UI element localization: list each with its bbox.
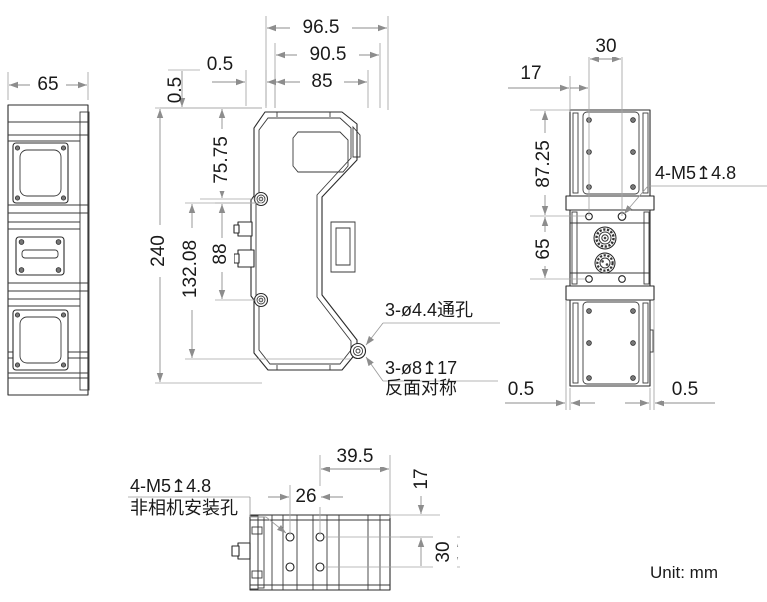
note-reverse-symmetric: 反面对称 xyxy=(385,378,457,398)
dim-label-65-front: 65 xyxy=(533,238,554,259)
dimension-front-gap-0-5-left: 0.5 xyxy=(498,300,595,410)
dim-label-30-front: 30 xyxy=(595,36,616,57)
note-through-hole-leader xyxy=(365,322,500,346)
back-view-geometry xyxy=(7,104,90,396)
dim-label-240: 240 xyxy=(148,235,169,267)
dimension-front-height-65: 65 xyxy=(530,217,585,280)
dimension-bottom-span-39-5: 39.5 xyxy=(319,446,391,535)
note-3-d4-4-through-hole: 3-ø4.4通孔 xyxy=(385,300,473,320)
bottom-view-geometry xyxy=(231,514,391,591)
dim-label-88: 88 xyxy=(210,243,231,264)
m5-hole-bottom-right xyxy=(618,275,626,283)
dim-label-132-08: 132.08 xyxy=(180,240,201,298)
dimension-back-width-65: 65 xyxy=(7,70,89,100)
note-4-m5-depth-4-8-bottom: 4-M5↥4.8 xyxy=(130,476,211,496)
window-panel-middle xyxy=(15,236,65,276)
circular-connector-lower xyxy=(594,252,616,274)
dimension-side-depth-96-5: 96.5 xyxy=(265,13,389,110)
dimension-side-gap-0-5-left: 0.5 xyxy=(160,69,200,109)
dimension-side-height-75-75: 75.75 xyxy=(200,107,262,200)
dim-label-87-25: 87.25 xyxy=(533,140,554,188)
dim-label-0-5-front-right: 0.5 xyxy=(672,379,698,400)
bottom-connector-nub xyxy=(231,542,251,560)
note-4-m5-depth-4-8-front: 4-M5↥4.8 xyxy=(655,163,736,183)
dimension-front-offset-17: 17 xyxy=(508,63,571,112)
dim-label-65-back: 65 xyxy=(37,74,58,95)
dimension-bottom-span-26: 26 xyxy=(268,485,343,535)
side-view-geometry xyxy=(233,111,367,371)
note-bottom-m5-leader xyxy=(128,496,287,534)
note-front-m5-leader xyxy=(623,185,767,215)
note-non-camera-mounting-hole: 非相机安装孔 xyxy=(130,498,238,518)
dim-label-30-bottom: 30 xyxy=(433,541,454,562)
dim-label-39-5: 39.5 xyxy=(337,446,374,467)
dim-label-90-5: 90.5 xyxy=(310,44,347,65)
circular-connector-upper xyxy=(593,226,617,250)
dimension-front-gap-0-5-right: 0.5 xyxy=(625,300,715,410)
bottom-m5-hole-bottom-left xyxy=(285,562,295,572)
dim-label-0-5-front-left: 0.5 xyxy=(508,379,534,400)
dim-label-85: 85 xyxy=(311,71,332,92)
mount-hole-bottom-right xyxy=(349,342,367,360)
dimension-bottom-offset-17: 17 xyxy=(390,462,445,538)
side-connectors xyxy=(233,221,255,268)
dimension-side-height-88: 88 xyxy=(210,202,262,301)
dim-label-96-5: 96.5 xyxy=(303,17,340,38)
m5-hole-bottom-left xyxy=(585,275,593,283)
unit-note: Unit: mm xyxy=(650,563,718,582)
window-panel-bottom xyxy=(12,309,69,371)
dimension-side-height-240: 240 xyxy=(148,107,262,384)
dimension-side-depth-85: 85 xyxy=(274,67,369,108)
dim-label-26: 26 xyxy=(295,486,316,507)
dim-label-17-front: 17 xyxy=(520,63,541,84)
bottom-m5-hole-bottom-right xyxy=(315,562,325,572)
window-panel-top xyxy=(12,142,69,204)
note-3-d8-depth-17: 3-ø8↥17 xyxy=(385,358,457,378)
dim-label-0-5-top: 0.5 xyxy=(207,54,233,75)
dim-label-75-75: 75.75 xyxy=(211,136,232,184)
dimension-bottom-span-30: 30 xyxy=(324,535,460,569)
dimension-side-height-132-08: 132.08 xyxy=(180,202,350,360)
front-view-geometry xyxy=(565,109,655,387)
dimension-side-depth-90-5: 90.5 xyxy=(274,40,381,108)
dim-label-0-5-left: 0.5 xyxy=(165,77,186,103)
dim-label-17-bottom: 17 xyxy=(411,468,432,489)
dimension-front-span-30: 30 xyxy=(570,36,624,216)
dimension-front-height-87-25: 87.25 xyxy=(530,109,585,217)
note-counterbore-leader xyxy=(365,356,500,382)
dimension-side-gap-0-5-top: 0.5 xyxy=(196,54,290,106)
